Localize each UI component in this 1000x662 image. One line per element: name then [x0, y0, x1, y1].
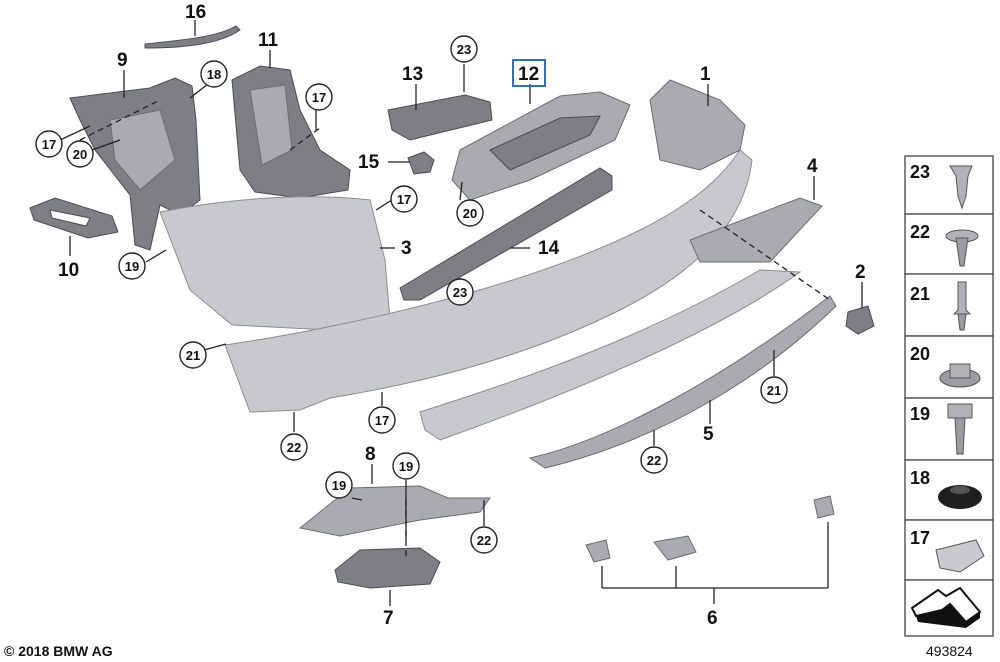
panel-cell-19[interactable]: 19 — [904, 397, 994, 461]
part-15-shape[interactable] — [407, 151, 435, 175]
circled-ref[interactable]: 17 — [390, 185, 418, 213]
label-part-10[interactable]: 10 — [58, 260, 79, 281]
svg-text:22: 22 — [647, 453, 661, 468]
copyright-text: © 2018 BMW AG — [4, 643, 113, 659]
part-4-shape[interactable] — [689, 197, 823, 263]
label-part-9[interactable]: 9 — [117, 50, 128, 71]
part-7-shape[interactable] — [334, 547, 441, 589]
panel-cell-23[interactable]: 23 — [904, 155, 994, 215]
svg-text:22: 22 — [477, 533, 491, 548]
label-part-14[interactable]: 14 — [538, 238, 560, 259]
label-part-12[interactable]: 12 — [518, 64, 539, 85]
circled-ref[interactable]: 21 — [760, 376, 788, 404]
part-9-detail — [109, 109, 176, 191]
rivet-icon — [952, 281, 972, 315]
label-part-16[interactable]: 16 — [185, 2, 206, 23]
part-13-shape[interactable] — [387, 94, 493, 141]
svg-text:20: 20 — [463, 206, 477, 221]
label-part-6[interactable]: 6 — [707, 608, 718, 629]
svg-text:23: 23 — [457, 42, 471, 57]
svg-text:23: 23 — [453, 285, 467, 300]
part-1-upper[interactable] — [649, 79, 746, 171]
circled-ref[interactable]: 21 — [179, 341, 207, 369]
svg-text:17: 17 — [910, 528, 930, 548]
label-part-2[interactable]: 2 — [855, 262, 866, 283]
circled-ref[interactable]: 19 — [392, 452, 420, 480]
part-number-labels: 16 9 11 13 12 1 15 4 3 14 10 2 5 8 7 6 — [58, 2, 866, 629]
rubber-grommet-icon — [938, 485, 982, 509]
leader-lines — [59, 20, 863, 606]
part-2-shape[interactable] — [845, 305, 875, 335]
svg-text:20: 20 — [910, 344, 930, 364]
panel-cell-17[interactable]: 17 — [904, 519, 994, 581]
svg-text:19: 19 — [399, 459, 413, 474]
part-6c-shape[interactable] — [813, 495, 835, 519]
svg-text:17: 17 — [397, 192, 411, 207]
dashed-guides — [79, 99, 831, 560]
panel-cell-arrow — [904, 579, 994, 637]
circled-ref[interactable]: 17 — [305, 83, 333, 111]
circled-callouts: 23 18 17 20 17 17 20 19 23 21 17 22 21 2… — [35, 35, 788, 554]
svg-text:21: 21 — [767, 383, 781, 398]
part-22b-shape[interactable] — [528, 295, 837, 469]
label-part-3[interactable]: 3 — [401, 238, 412, 259]
circled-ref[interactable]: 18 — [200, 60, 228, 88]
hex-screw-icon — [947, 403, 973, 419]
label-part-8[interactable]: 8 — [365, 444, 376, 465]
circled-ref[interactable]: 22 — [280, 433, 308, 461]
label-part-13[interactable]: 13 — [402, 64, 423, 85]
svg-text:18: 18 — [910, 468, 930, 488]
panel-cell-20[interactable]: 20 — [904, 335, 994, 399]
circled-ref[interactable]: 17 — [368, 406, 396, 434]
part-10-hole — [49, 209, 91, 227]
svg-text:17: 17 — [312, 90, 326, 105]
svg-text:18: 18 — [207, 67, 221, 82]
part-5-shape[interactable] — [419, 269, 802, 441]
diagram-id: 493824 — [926, 643, 973, 659]
fastener-panel: 23 22 21 20 19 — [904, 155, 994, 637]
panel-cell-21[interactable]: 21 — [904, 273, 994, 337]
part-11-shape[interactable] — [231, 65, 351, 199]
svg-text:22: 22 — [910, 222, 930, 242]
circled-ref[interactable]: 20 — [66, 140, 94, 168]
label-part-7[interactable]: 7 — [383, 608, 394, 629]
circled-ref[interactable]: 19 — [325, 471, 353, 499]
part-6a-shape[interactable] — [585, 539, 611, 563]
part-16-shape[interactable] — [144, 25, 241, 49]
part-8-shape[interactable] — [298, 485, 491, 537]
circled-ref[interactable]: 19 — [118, 252, 146, 280]
label-part-1[interactable]: 1 — [700, 64, 711, 85]
part-12-detail — [489, 115, 601, 171]
circled-ref[interactable]: 22 — [470, 526, 498, 554]
part-11-detail — [249, 84, 293, 166]
svg-text:17: 17 — [375, 413, 389, 428]
circled-ref[interactable]: 17 — [35, 130, 63, 158]
svg-text:20: 20 — [73, 147, 87, 162]
circled-ref[interactable]: 23 — [450, 35, 478, 63]
svg-text:19: 19 — [910, 404, 930, 424]
part-14-shape[interactable] — [399, 167, 613, 301]
label-part-4[interactable]: 4 — [807, 156, 818, 177]
svg-text:22: 22 — [287, 440, 301, 455]
svg-text:23: 23 — [910, 162, 930, 182]
part-3-shape[interactable] — [159, 196, 391, 331]
svg-text:19: 19 — [125, 259, 139, 274]
circled-ref[interactable]: 23 — [446, 278, 474, 306]
spring-nut-icon — [935, 539, 985, 573]
svg-text:19: 19 — [332, 478, 346, 493]
label-part-5[interactable]: 5 — [703, 424, 714, 445]
highlight-box-part-12 — [512, 59, 546, 87]
svg-text:17: 17 — [42, 137, 56, 152]
svg-text:21: 21 — [186, 348, 200, 363]
panel-cell-18[interactable]: 18 — [904, 459, 994, 521]
panel-cell-22[interactable]: 22 — [904, 213, 994, 275]
push-clip-icon — [949, 165, 973, 210]
part-6b-shape[interactable] — [653, 535, 697, 561]
label-part-15[interactable]: 15 — [358, 152, 380, 173]
circled-ref[interactable]: 20 — [456, 199, 484, 227]
circled-ref[interactable]: 22 — [640, 446, 668, 474]
label-part-11[interactable]: 11 — [258, 30, 279, 51]
svg-text:21: 21 — [910, 284, 930, 304]
